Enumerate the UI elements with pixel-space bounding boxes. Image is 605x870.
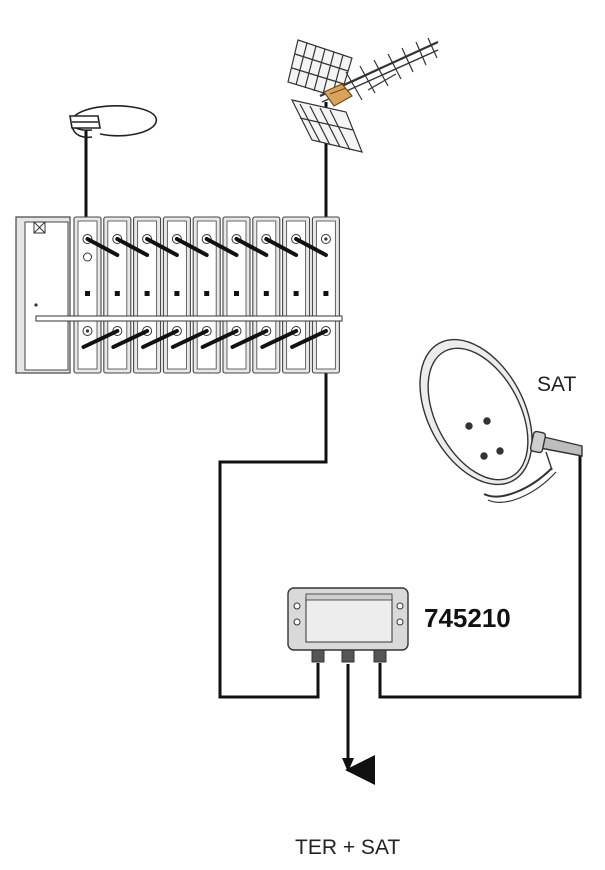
top-bridge-cable: [115, 237, 150, 257]
cable-sat-to-multiswitch: [378, 450, 582, 699]
bottom-bridge-cable: [141, 329, 179, 349]
power-supply-unit: [15, 216, 71, 374]
top-bridge-cable: [234, 237, 269, 257]
bottom-bridge-cable: [230, 329, 269, 349]
bottom-bridge-cable: [260, 329, 299, 349]
headend-module: [311, 216, 340, 374]
top-bridge-cable: [85, 237, 120, 257]
output-label: TER + SAT: [295, 836, 401, 859]
headend-modules: [73, 216, 340, 374]
headend-module: [73, 216, 102, 374]
top-bridge-cable: [145, 237, 179, 257]
top-bridge-cable: [174, 237, 209, 257]
top-bridge-cable: [264, 237, 299, 257]
top-bridge-cable: [294, 237, 328, 257]
top-bridge-cable: [204, 237, 239, 257]
satellite-dish-icon: [419, 338, 583, 503]
bottom-bridge-cable: [170, 329, 209, 349]
multiswitch-model-label: 745210: [424, 603, 511, 633]
uhf-yagi-antenna-icon: [287, 37, 439, 153]
bottom-bridge-cable: [200, 329, 239, 349]
arrow-down-icon: [342, 758, 354, 772]
yagi-directors: [345, 37, 438, 101]
bottom-bridge-cable: [81, 329, 120, 349]
cable-headend-to-multiswitch: [218, 352, 328, 699]
sat-label: SAT: [537, 373, 577, 396]
bottom-bridge-cable: [290, 329, 328, 349]
yagi-reflector: [287, 39, 363, 153]
fm-loop-antenna-icon: [69, 105, 157, 139]
multiswitch-icon: [287, 587, 409, 663]
headend-amplifier-icon: [15, 216, 343, 374]
bottom-bridge-cable: [111, 329, 150, 349]
headend-bus-bar: [35, 315, 343, 322]
